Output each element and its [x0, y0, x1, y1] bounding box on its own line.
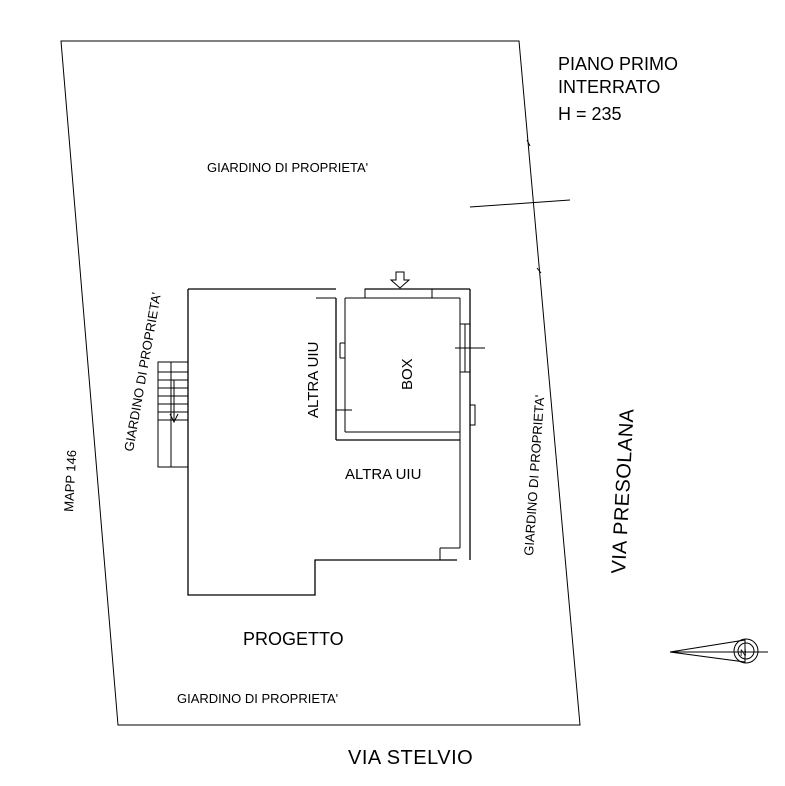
altra-uiu-vertical-label: ALTRA UIU — [305, 342, 322, 418]
street-via-presolana: VIA PRESOLANA — [608, 408, 639, 575]
stair-direction-arrow-icon — [169, 380, 179, 424]
lot-tick — [526, 139, 531, 147]
box-label: BOX — [399, 358, 416, 390]
survey-line — [469, 199, 571, 208]
garage-door — [364, 288, 433, 299]
garden-label-right: GIARDINO DI PROPRIETA' — [521, 394, 547, 556]
stair-treads — [158, 371, 188, 421]
street-via-stelvio: VIA STELVIO — [348, 747, 473, 769]
garden-label-bottom: GIARDINO DI PROPRIETA' — [177, 691, 338, 706]
entry-arrow-icon — [389, 271, 411, 289]
building-outline — [187, 289, 457, 596]
height-label: H = 235 — [558, 104, 622, 124]
floor-label-line2: INTERRATO — [558, 77, 660, 97]
north-compass-icon: N — [669, 638, 768, 664]
mapp-label: MAPP 146 — [61, 450, 79, 513]
lot-boundary — [60, 40, 581, 726]
lot-tick — [536, 267, 542, 274]
svg-text:N: N — [740, 648, 747, 658]
garden-label-top: GIARDINO DI PROPRIETA' — [207, 160, 368, 175]
floor-label-line1: PIANO PRIMO — [558, 54, 678, 74]
progetto-label: PROGETTO — [243, 629, 344, 649]
staircase — [157, 361, 189, 468]
altra-uiu-horizontal-label: ALTRA UIU — [345, 466, 421, 483]
